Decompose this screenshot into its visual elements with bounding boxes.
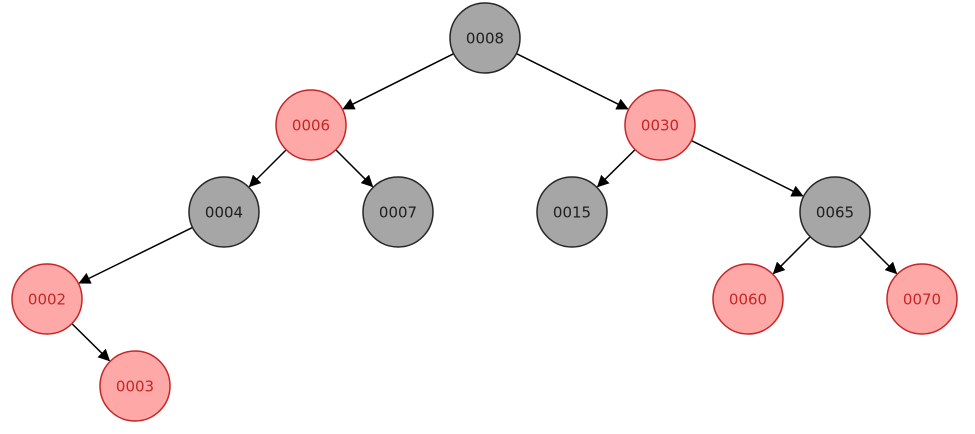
node-circle — [624, 89, 696, 161]
node-label: 0060 — [729, 291, 767, 309]
tree-node-0004: 0004 — [188, 176, 260, 248]
tree-node-0060: 0060 — [712, 263, 784, 335]
node-circle — [11, 263, 83, 335]
node-label: 0003 — [116, 378, 154, 396]
node-circle — [275, 89, 347, 161]
edge-n8-n30 — [516, 52, 629, 110]
node-label: 0008 — [466, 30, 504, 48]
node-circle — [536, 176, 608, 248]
node-label: 0002 — [28, 291, 66, 309]
node-label: 0004 — [205, 204, 243, 222]
edge-n4-n2 — [78, 226, 193, 284]
tree-node-0015: 0015 — [536, 176, 608, 248]
edge-n6-n4 — [248, 149, 287, 188]
edge-n65-n70 — [859, 236, 898, 275]
node-circle — [449, 2, 521, 74]
nodes-layer: 0008 0006 0030 0004 0007 0015 0065 0002 0060 0070… — [11, 2, 958, 422]
edge-n6-n7 — [335, 149, 374, 188]
node-label: 0070 — [903, 291, 941, 309]
tree-node-0002: 0002 — [11, 263, 83, 335]
tree-node-0030: 0030 — [624, 89, 696, 161]
node-circle — [188, 176, 260, 248]
edge-n8-n6 — [342, 52, 455, 110]
tree-node-0006: 0006 — [275, 89, 347, 161]
node-circle — [99, 350, 171, 422]
edges-layer — [71, 52, 898, 362]
edge-n2-n3 — [71, 323, 111, 362]
edge-n30-n15 — [596, 149, 636, 188]
node-label: 0015 — [553, 204, 591, 222]
tree-node-0008: 0008 — [449, 2, 521, 74]
edge-n30-n65 — [691, 139, 804, 197]
node-circle — [799, 176, 871, 248]
tree-node-0065: 0065 — [799, 176, 871, 248]
node-label: 0065 — [816, 204, 854, 222]
node-circle — [712, 263, 784, 335]
node-label: 0030 — [641, 117, 679, 135]
node-label: 0007 — [379, 204, 417, 222]
node-label: 0006 — [292, 117, 330, 135]
tree-node-0007: 0007 — [362, 176, 434, 248]
node-circle — [886, 263, 958, 335]
tree-node-0003: 0003 — [99, 350, 171, 422]
node-circle — [362, 176, 434, 248]
tree-node-0070: 0070 — [886, 263, 958, 335]
edge-n65-n60 — [772, 236, 811, 275]
